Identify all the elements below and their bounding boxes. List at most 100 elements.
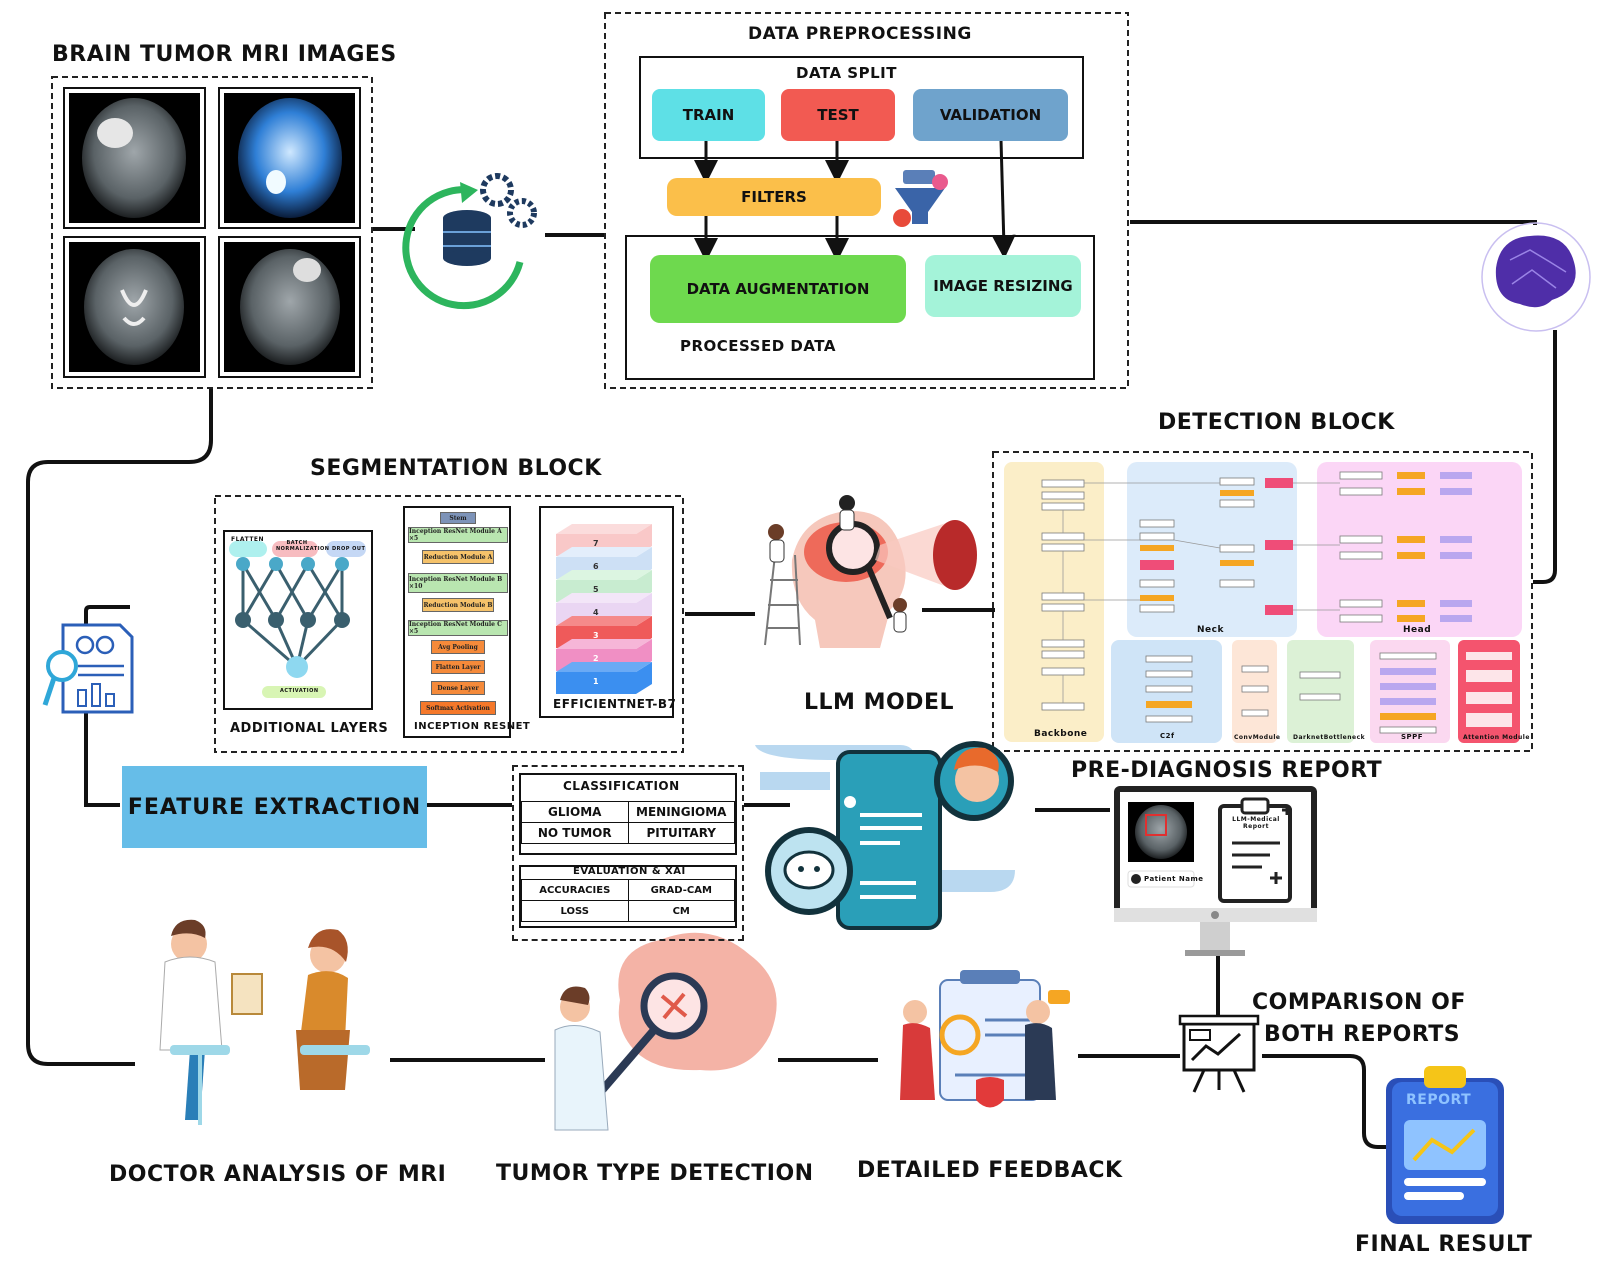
test-box: TEST [781, 89, 895, 141]
segmentation-title: SEGMENTATION BLOCK [310, 456, 602, 481]
efficientnet-layer-number: 3 [593, 631, 600, 640]
comparison-label-2: BOTH REPORTS [1264, 1022, 1461, 1047]
segmentation-box [214, 495, 684, 753]
detection-title: DETECTION BLOCK [1158, 410, 1395, 435]
inception-layer: Reduction Module B [422, 598, 494, 612]
processed-data-box [625, 235, 1095, 380]
train-box: TRAIN [652, 89, 765, 141]
efficientnet-slab-top [556, 593, 652, 603]
neck-label: Neck [1197, 625, 1224, 635]
final-result-label: FINAL RESULT [1355, 1232, 1533, 1257]
class-cell: GLIOMA [521, 801, 629, 823]
preprocessing-arrows [694, 139, 1016, 262]
mri-title: BRAIN TUMOR MRI IMAGES [52, 42, 397, 67]
filter-funnel-icon [893, 170, 948, 227]
head-label: Head [1403, 625, 1432, 635]
detection-architecture [1004, 462, 1522, 743]
processed-data-label: PROCESSED DATA [680, 337, 836, 355]
nn-activation: ACTIVATION [280, 688, 319, 694]
efficientnet-slab [556, 662, 652, 694]
report-search-icon [42, 623, 134, 714]
eval-cell: GRAD-CAM [627, 879, 735, 901]
inception-layer: Avg Pooling [431, 640, 485, 654]
classification-panel [512, 765, 744, 941]
inception-layer: Stem [440, 512, 476, 524]
feedback-illustration [900, 970, 1070, 1108]
efficientnet-layer-number: 7 [593, 539, 600, 548]
mri-images [51, 76, 373, 389]
filters-box: FILTERS [667, 178, 881, 216]
c2f-label: C2f [1160, 732, 1175, 740]
brain-examination-illustration [764, 495, 977, 648]
inception-layer: Inception ResNet Module B ×10 [408, 573, 508, 593]
classification-box [519, 773, 737, 855]
eval-cell: CM [627, 900, 735, 922]
efficientnet-slab-top [556, 570, 652, 580]
sppf-label: SPPF [1401, 733, 1424, 741]
inception-layer: Softmax Activation [420, 701, 496, 715]
final-report-icon [1386, 1066, 1504, 1224]
tumor-detection-label: TUMOR TYPE DETECTION [496, 1161, 814, 1186]
inception-label: INCEPTION RESNET [414, 721, 531, 732]
neural-net-graph [229, 541, 366, 698]
patient-name-label: Patient Name [1144, 875, 1204, 883]
report-doc-label: LLM-Medical Report [1232, 816, 1280, 830]
efficientnet-slab-top [556, 662, 652, 672]
feature-extraction-box: FEATURE EXTRACTION [122, 766, 427, 848]
efficientnet-slab-top [556, 547, 652, 557]
database-sync-icon [402, 173, 537, 310]
doctor-analysis-label: DOCTOR ANALYSIS OF MRI [109, 1162, 447, 1187]
inception-layer: Dense Layer [431, 681, 485, 695]
data-split-title: DATA SPLIT [796, 64, 897, 82]
eval-cell: LOSS [521, 900, 629, 922]
class-cell: PITUITARY [627, 822, 735, 844]
efficientnet-slab-top [556, 524, 652, 534]
darknet-label: DarknetBottleneck [1293, 734, 1366, 741]
comparison-board-icon [1178, 1014, 1260, 1093]
efficientnet-label: EFFICIENTNET-B7 [553, 697, 677, 711]
additional-layers-label: ADDITIONAL LAYERS [230, 721, 389, 736]
comparison-label-1: COMPARISON OF [1252, 990, 1466, 1015]
evaluation-box [519, 865, 737, 928]
efficientnet-layer-number: 1 [593, 677, 600, 686]
efficientnet-layer-number: 6 [593, 562, 600, 571]
inception-layer: Reduction Module A [422, 550, 494, 564]
efficientnet-layer-number: 2 [593, 654, 600, 663]
attention-label: Attention Module [1463, 734, 1530, 741]
validation-box: VALIDATION [913, 89, 1068, 141]
evaluation-title: EVALUATION & XAI [573, 866, 686, 877]
preprocessing-box [604, 12, 1129, 389]
efficientnet-slab-top [556, 639, 652, 649]
nn-dropout: DROP OUT [332, 546, 366, 552]
preprocessing-title: DATA PREPROCESSING [748, 24, 972, 44]
efficientnet-layer-number: 5 [593, 585, 600, 594]
report-badge: REPORT [1406, 1092, 1472, 1108]
report-monitor [1114, 786, 1317, 956]
efficientnet-stack [556, 524, 652, 694]
llm-title: LLM MODEL [804, 690, 954, 715]
nn-batchnorm: BATCH NORMALIZATION [276, 540, 330, 552]
efficientnet-layer-number: 4 [593, 608, 600, 617]
llm-chat-illustration [755, 741, 1015, 930]
data-split-box [639, 56, 1084, 159]
classification-title: CLASSIFICATION [563, 779, 680, 793]
backbone-label: Backbone [1034, 729, 1088, 739]
inception-layer: Flatten Layer [431, 660, 485, 674]
eval-cell: ACCURACIES [521, 879, 629, 901]
doctor-patient-illustration [159, 919, 370, 1125]
tumor-detection-illustration [554, 932, 777, 1131]
class-cell: NO TUMOR [521, 822, 629, 844]
efficientnet-slab-top [556, 616, 652, 626]
report-title: PRE-DIAGNOSIS REPORT [1071, 758, 1383, 783]
nn-flatten: FLATTEN [231, 536, 265, 543]
class-cell: MENINGIOMA [627, 801, 735, 823]
image-resizing-box: IMAGE RESIZING [925, 255, 1081, 317]
convmodule-label: ConvModule [1234, 734, 1281, 741]
inception-layer: Inception ResNet Module A ×5 [408, 527, 508, 543]
detailed-feedback-label: DETAILED FEEDBACK [857, 1158, 1123, 1183]
data-augmentation-box: DATA AUGMENTATION [650, 255, 906, 323]
neural-brain-icon [1481, 222, 1591, 332]
connector-lines [26, 220, 1557, 1149]
